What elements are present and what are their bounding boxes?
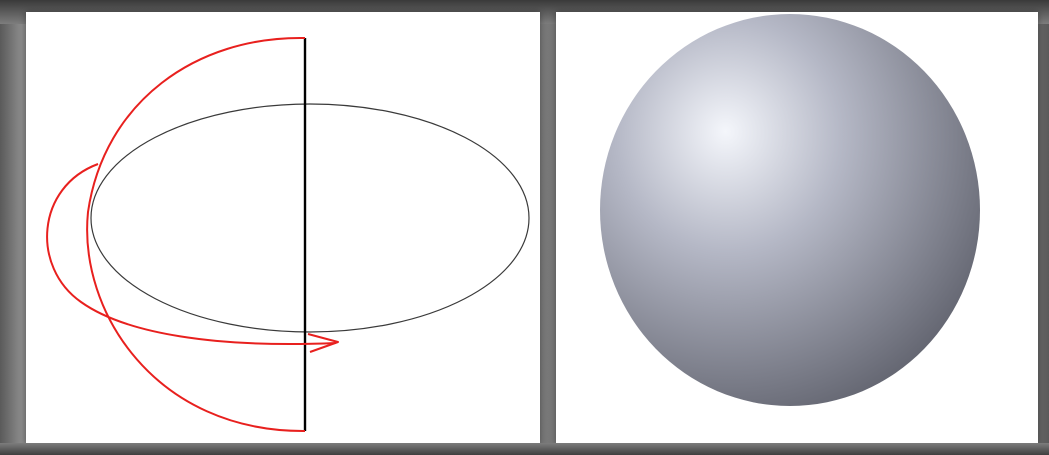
arrow-head-icon [307,333,339,353]
render-canvas [600,14,980,406]
semicircle-arc [86,36,306,433]
render-view-panel [556,12,1038,444]
sketch-canvas [46,36,530,433]
sketch-view-panel [26,12,540,444]
ellipse-profile [90,103,530,333]
rotation-sweep-path [46,163,337,345]
revolved-sphere [600,14,980,406]
